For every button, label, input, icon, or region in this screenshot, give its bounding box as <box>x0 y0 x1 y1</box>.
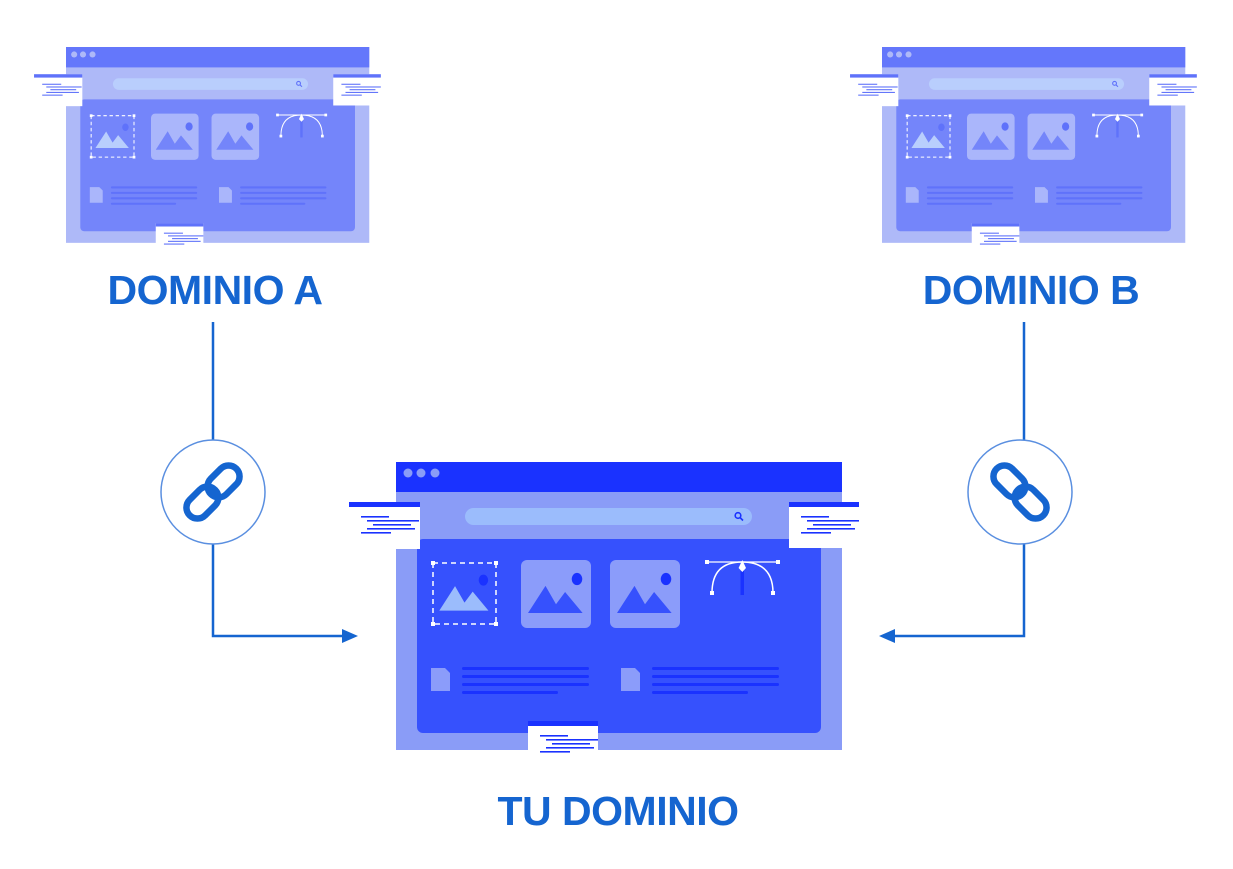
image-icon <box>211 113 260 160</box>
link-circle-b <box>967 439 1073 545</box>
document-icon <box>89 187 103 203</box>
window-dot-icon <box>71 51 78 58</box>
document-icon <box>905 187 919 203</box>
text-lines <box>1056 186 1143 205</box>
pen-tool-icon <box>276 113 328 138</box>
title-bar <box>396 462 842 492</box>
link-circle-a <box>160 439 266 545</box>
label-domain-b: DOMINIO B <box>923 267 1139 313</box>
image-icon <box>521 560 591 628</box>
text-lines <box>652 667 779 694</box>
connector-b <box>892 322 1026 638</box>
window-dot-icon <box>79 51 87 58</box>
title-bar <box>66 47 370 68</box>
pen-tool-icon <box>705 560 780 595</box>
browser-domain-b <box>850 47 1197 250</box>
image-icon <box>1027 113 1076 160</box>
pen-tool-icon <box>1092 113 1144 138</box>
search-icon <box>734 511 744 522</box>
search-icon <box>296 80 303 88</box>
code-card <box>349 502 420 549</box>
selected-image-icon <box>89 114 136 159</box>
window-dot-icon <box>895 51 903 58</box>
search-icon <box>1112 80 1119 88</box>
arrow-right-icon <box>342 629 358 643</box>
window-dot-icon <box>416 468 426 478</box>
code-card <box>528 721 598 760</box>
title-bar <box>882 47 1186 68</box>
browser-domain-a <box>34 47 381 250</box>
code-card <box>971 223 1020 250</box>
window-dot-icon <box>430 468 440 478</box>
text-lines <box>240 186 327 205</box>
selected-image-icon <box>431 561 498 626</box>
code-card <box>155 223 204 250</box>
connector-a <box>211 322 345 638</box>
selected-image-icon <box>905 114 952 159</box>
image-icon <box>151 113 199 160</box>
text-lines <box>926 186 1014 205</box>
text-lines <box>110 186 198 205</box>
chain-link-icon <box>990 462 1050 522</box>
search-bar <box>112 78 309 90</box>
image-icon <box>610 560 680 628</box>
window-dot-icon <box>905 51 912 58</box>
window-dot-icon <box>403 468 413 478</box>
window-dot-icon <box>89 51 96 58</box>
browser-your-domain <box>349 462 859 760</box>
document-icon <box>219 187 232 203</box>
document-icon <box>1035 187 1048 203</box>
image-icon <box>967 113 1015 160</box>
arrow-left-icon <box>879 629 895 643</box>
document-icon <box>621 668 640 691</box>
code-card <box>333 74 381 106</box>
label-your-domain: TU DOMINIO <box>498 788 739 834</box>
label-domain-a: DOMINIO A <box>108 267 323 313</box>
window-dot-icon <box>887 51 894 58</box>
code-card <box>34 74 83 107</box>
code-card <box>789 502 859 548</box>
chain-link-icon <box>183 462 243 522</box>
code-card <box>1149 74 1197 106</box>
text-lines <box>462 667 589 694</box>
search-bar <box>465 508 752 525</box>
document-icon <box>431 668 450 691</box>
search-bar <box>928 78 1125 90</box>
code-card <box>850 74 899 107</box>
